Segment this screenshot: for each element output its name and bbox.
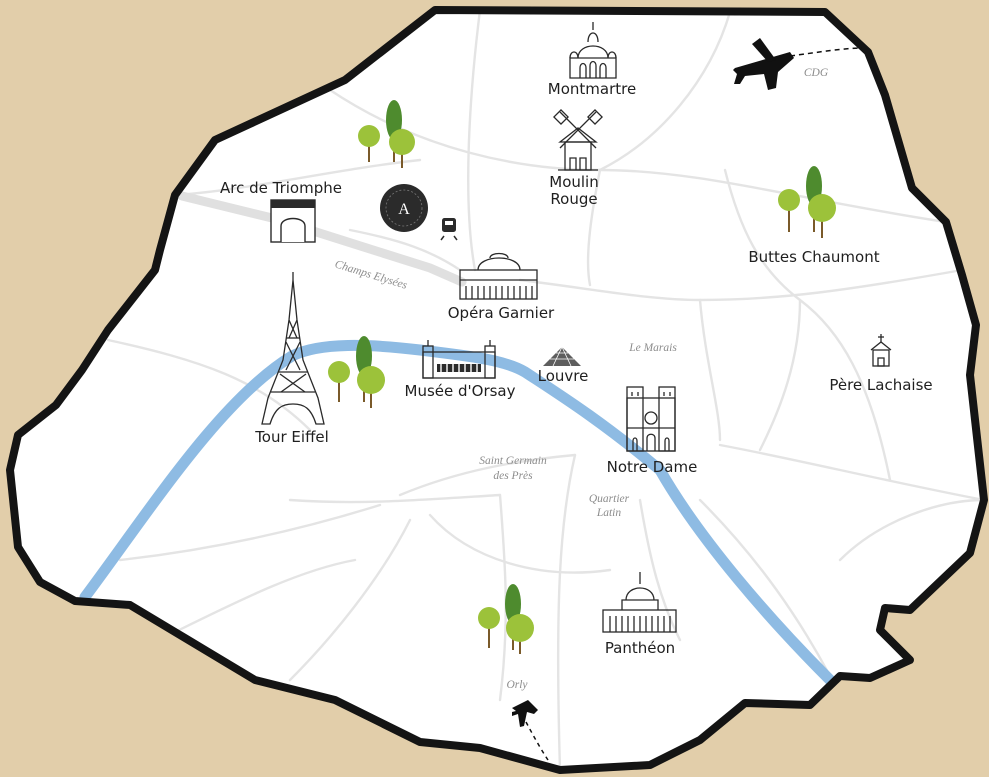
arc-de-triomphe-icon[interactable] [270,199,316,243]
seine-river [79,339,836,686]
buttes-chaumont-label: Buttes Chaumont [748,248,879,266]
notre-dame-icon[interactable] [626,386,676,452]
orly-label: Orly [506,679,528,691]
trees-icon [478,584,534,654]
cdg-label: CDG [804,67,829,79]
trees-icon [328,336,385,408]
pantheon-label: Panthéon [605,639,675,657]
orly-plane-icon[interactable] [512,700,549,761]
pere-lachaise-label: Père Lachaise [829,376,932,394]
trees-icon [778,166,836,238]
louvre-pyramid-icon[interactable] [543,346,581,367]
notre-dame-label: Notre Dame [607,458,698,476]
badge-letter: A [398,201,410,218]
tour-eiffel-label: Tour Eiffel [254,428,329,446]
pere-lachaise-icon[interactable] [870,334,892,367]
opera-garnier-label: Opéra Garnier [448,304,555,322]
cdg-plane-icon[interactable] [733,38,863,90]
saint-germain-label-line2: des Près [493,470,533,482]
moulin-rouge-label-line1: Moulin [549,173,598,191]
badge-logo[interactable]: A [380,184,428,232]
street-network [106,10,984,770]
moulin-rouge-icon[interactable] [553,109,603,171]
le-marais-label: Le Marais [628,342,677,354]
champs-elysees-avenue [177,191,467,287]
quartier-latin-label-line2: Latin [596,507,622,519]
moulin-rouge-label-line2: Rouge [550,190,597,208]
saint-germain-label-line1: Saint Germain [479,455,547,467]
eiffel-tower-icon[interactable] [261,272,325,425]
musee-dorsay-label: Musée d'Orsay [405,382,516,400]
montmartre-icon[interactable] [569,22,617,79]
train-icon [440,218,458,241]
opera-garnier-icon[interactable] [459,252,538,300]
city-border [6,6,988,774]
pantheon-icon[interactable] [602,572,677,633]
louvre-label: Louvre [538,367,589,385]
arc-de-triomphe-label: Arc de Triomphe [220,179,342,197]
montmartre-label: Montmartre [548,80,636,98]
musee-dorsay-icon[interactable] [422,340,496,379]
quartier-latin-label-line1: Quartier [589,493,630,505]
trees-icon [358,100,415,168]
